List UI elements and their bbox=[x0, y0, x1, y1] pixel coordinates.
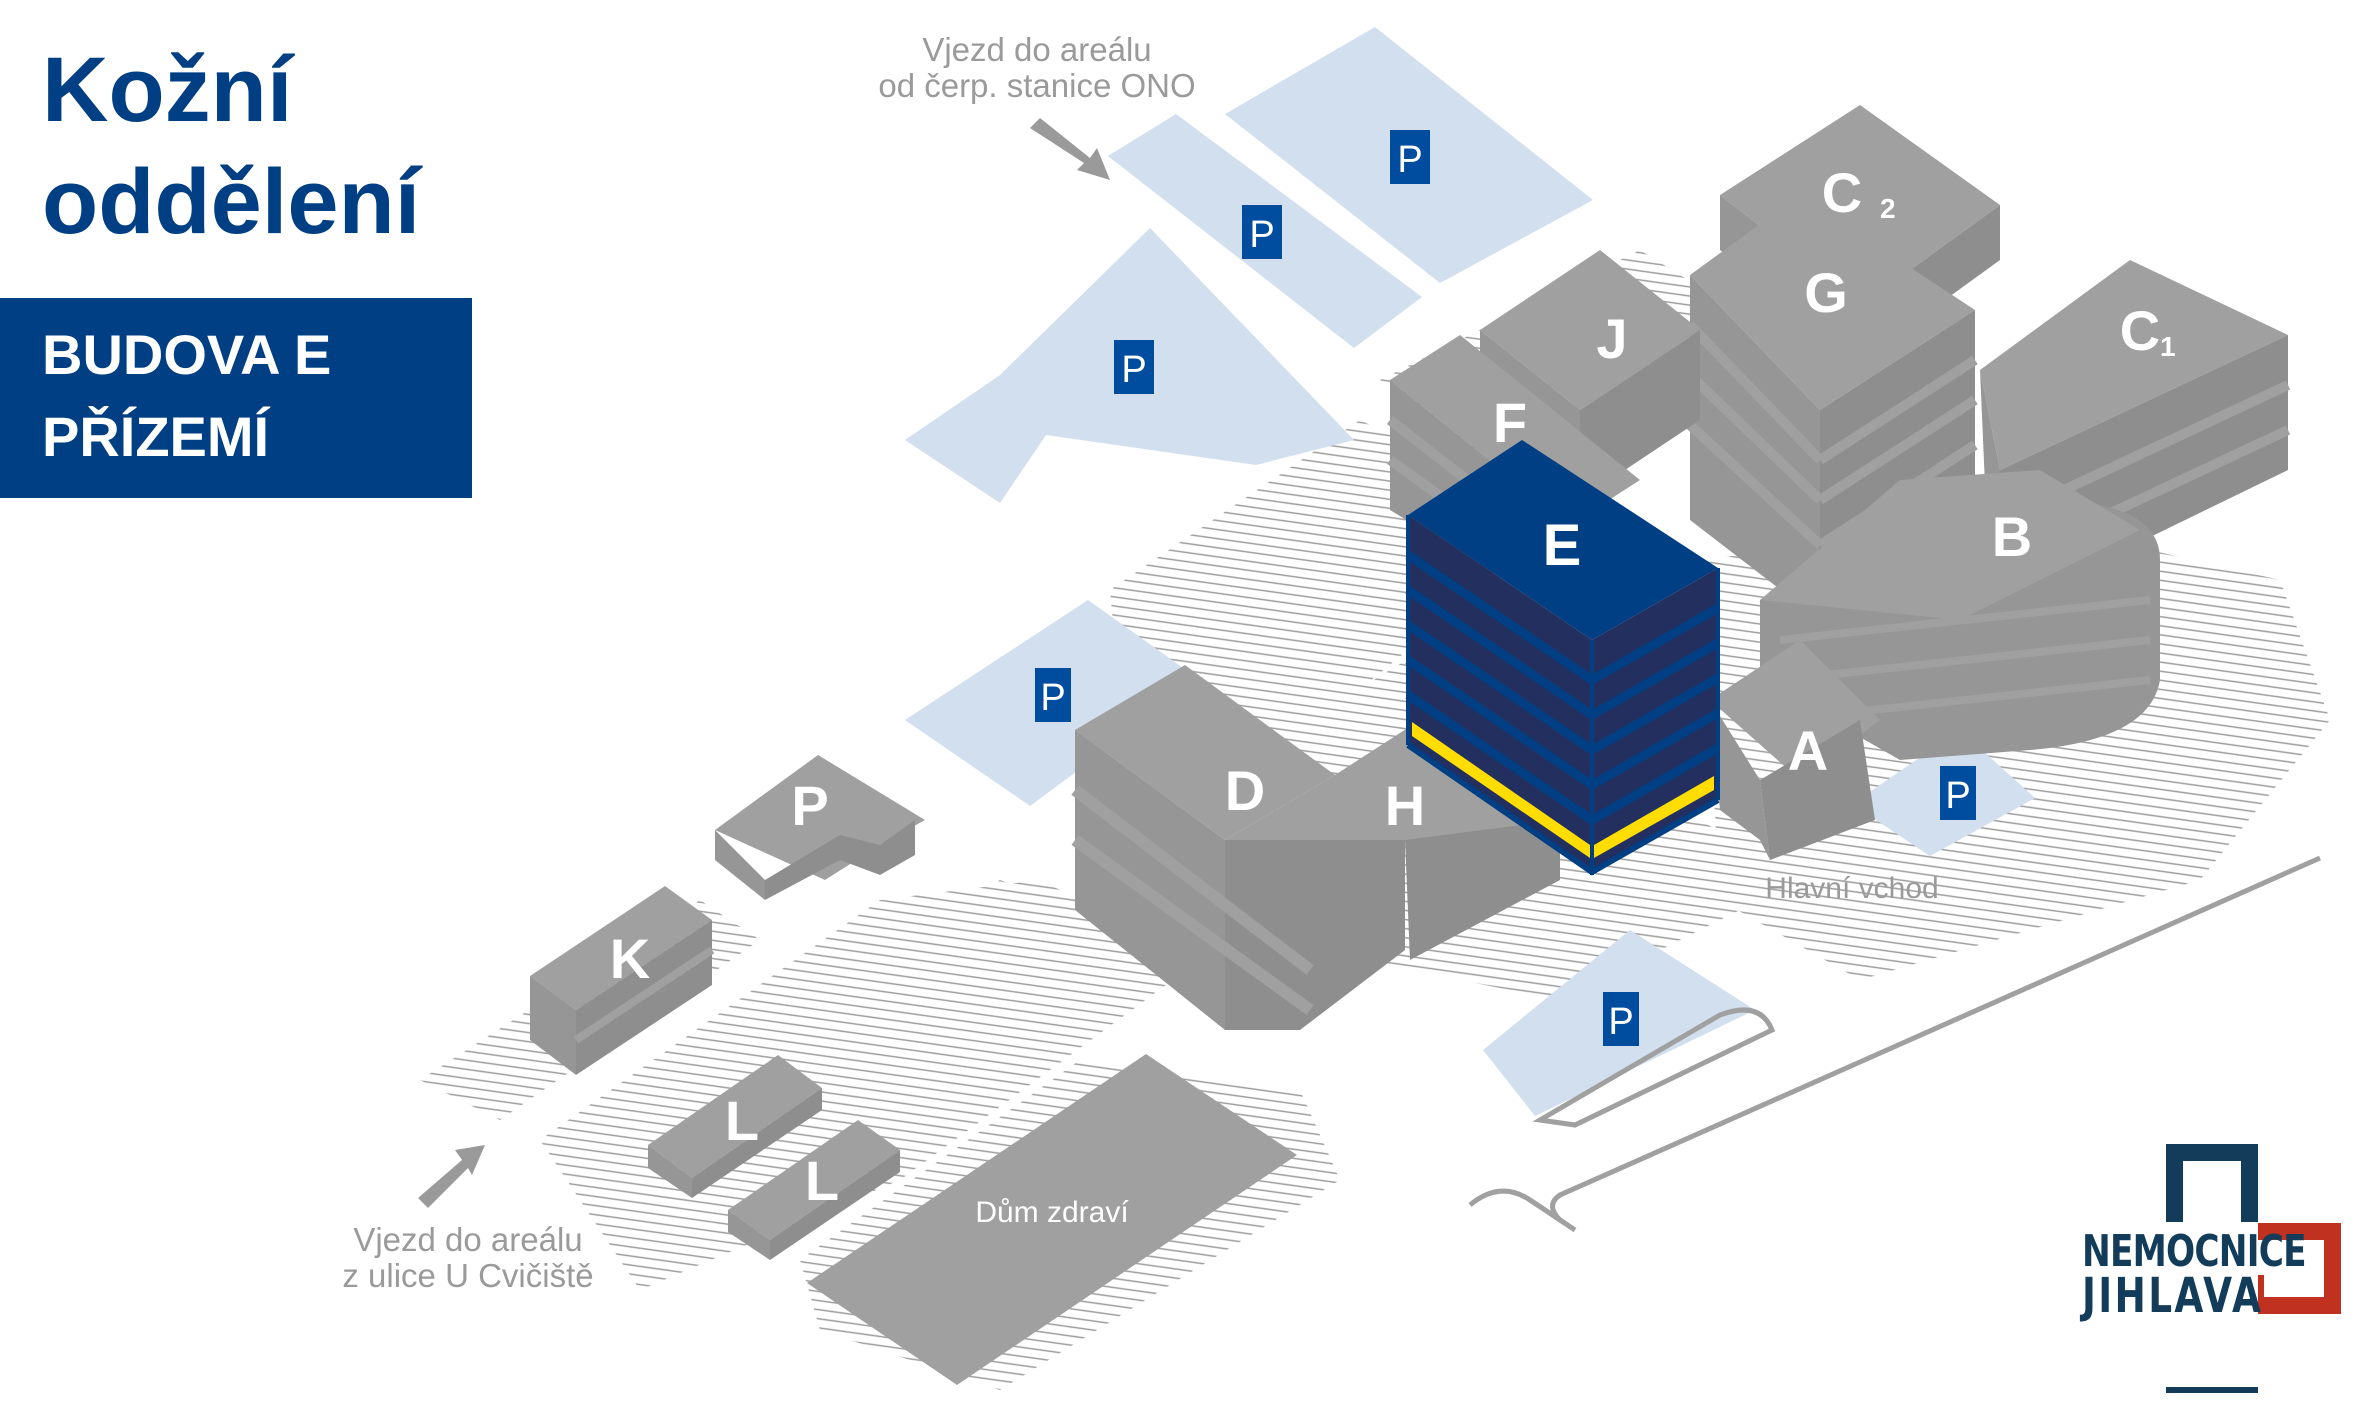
svg-text:E: E bbox=[1543, 513, 1582, 578]
building-a[interactable]: A bbox=[1710, 640, 1880, 860]
entry-note-bottom: Vjezd do areálu z ulice U Cvičiště bbox=[318, 1222, 618, 1294]
building-label: BUDOVA E bbox=[42, 323, 332, 386]
svg-text:L: L bbox=[725, 1089, 759, 1152]
logo-text-line1: NEMOCNICE bbox=[2082, 1226, 2307, 1277]
parking-signs: P P P P P P bbox=[1035, 130, 1976, 1046]
svg-text:2: 2 bbox=[1880, 193, 1896, 224]
arrow-icon-entry-bottom bbox=[418, 1145, 485, 1208]
svg-text:A: A bbox=[1788, 719, 1828, 782]
svg-text:P: P bbox=[1945, 775, 1970, 817]
building-l-2[interactable]: L bbox=[728, 1120, 900, 1260]
svg-text:P: P bbox=[1397, 139, 1422, 181]
entry-note-bottom-line2: z ulice U Cvičiště bbox=[342, 1257, 594, 1294]
svg-text:Dům zdraví: Dům zdraví bbox=[975, 1196, 1129, 1229]
building-dum-zdravi[interactable]: Dům zdraví bbox=[807, 1054, 1297, 1385]
parking-sign: P bbox=[1390, 130, 1430, 184]
building-e-highlighted[interactable]: E bbox=[1405, 440, 1721, 876]
title-line-1: Kožní bbox=[42, 39, 293, 141]
logo-underline-bar bbox=[2166, 1387, 2258, 1393]
svg-text:B: B bbox=[1992, 505, 2032, 568]
building-k[interactable]: K bbox=[530, 886, 715, 1075]
parking-sign: P bbox=[1940, 766, 1976, 820]
building-l-1[interactable]: L bbox=[648, 1055, 822, 1198]
entry-note-top-line1: Vjezd do areálu bbox=[922, 31, 1152, 68]
svg-text:L: L bbox=[805, 1149, 839, 1212]
svg-text:G: G bbox=[1804, 261, 1848, 324]
page-title: Kožní oddělení bbox=[42, 34, 420, 258]
svg-text:C: C bbox=[2120, 299, 2160, 362]
svg-text:P: P bbox=[791, 774, 828, 837]
floor-stripes bbox=[1405, 551, 1721, 824]
logo-navy-shape bbox=[2166, 1144, 2258, 1222]
parking-sign: P bbox=[1242, 205, 1282, 259]
svg-text:J: J bbox=[1596, 307, 1627, 370]
main-entrance-label: Hlavní vchod bbox=[1765, 872, 1938, 905]
svg-text:P: P bbox=[1249, 214, 1274, 256]
title-line-2: oddělení bbox=[42, 151, 421, 253]
floor-badge: BUDOVA E PŘÍZEMÍ bbox=[0, 298, 472, 498]
svg-text:P: P bbox=[1608, 1001, 1633, 1043]
arrow-icon-entry-top bbox=[1030, 118, 1110, 180]
ground-floor-highlight bbox=[1412, 722, 1714, 858]
logo-red-shape bbox=[2258, 1223, 2341, 1314]
svg-text:P: P bbox=[1040, 677, 1065, 719]
entry-note-top-line2: od čerp. stanice ONO bbox=[878, 67, 1196, 104]
parking-sign: P bbox=[1603, 992, 1639, 1046]
svg-text:1: 1 bbox=[2160, 331, 2176, 362]
building-d[interactable]: D bbox=[1071, 665, 1455, 1030]
svg-text:K: K bbox=[610, 927, 650, 990]
building-b[interactable]: B bbox=[1760, 470, 2160, 760]
building-h[interactable]: H bbox=[1335, 720, 1560, 960]
floor-label: PŘÍZEMÍ bbox=[42, 405, 270, 468]
parking-sign: P bbox=[1035, 668, 1071, 722]
svg-text:D: D bbox=[1225, 759, 1265, 822]
entry-note-top: Vjezd do areálu od čerp. stanice ONO bbox=[862, 32, 1212, 104]
hospital-logo bbox=[2166, 1144, 2341, 1314]
svg-text:H: H bbox=[1385, 774, 1425, 837]
svg-text:C: C bbox=[1822, 161, 1862, 224]
svg-text:P: P bbox=[1121, 349, 1146, 391]
roads bbox=[1468, 855, 2322, 1233]
buildings-gray: C 2 C 1 G bbox=[530, 105, 2291, 1385]
entry-note-bottom-line1: Vjezd do areálu bbox=[353, 1221, 583, 1258]
logo-text-line2: JIHLAVA bbox=[2082, 1268, 2264, 1324]
parking-sign: P bbox=[1114, 340, 1154, 394]
building-p-garage[interactable]: P bbox=[715, 755, 925, 900]
